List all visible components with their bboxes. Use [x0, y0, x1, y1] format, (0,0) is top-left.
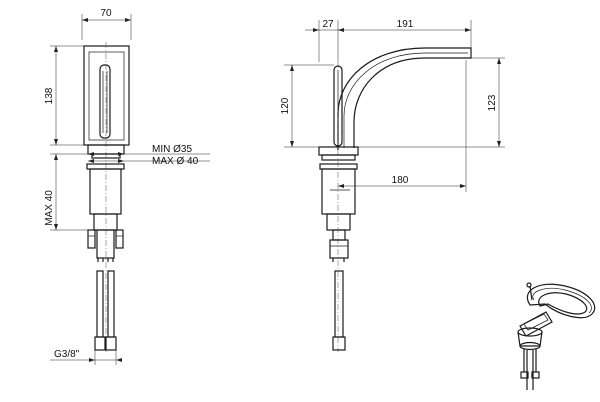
lever: [333, 62, 343, 352]
reach-label: 191: [397, 19, 414, 30]
mixer-base: [86, 144, 125, 259]
height-dimension: 138: [44, 45, 88, 146]
front-view: 70: [44, 8, 210, 365]
max-depth-label: MAX 40: [44, 190, 55, 226]
spout-dimension: 180: [338, 60, 467, 192]
side-base: [318, 146, 359, 351]
max-depth-dimension: MAX 40: [44, 153, 94, 231]
supply-hoses: [94, 258, 117, 351]
height-label: 138: [44, 87, 55, 104]
thread-dimension: G3/8": [50, 349, 122, 365]
outlet-height-label: 123: [487, 94, 498, 111]
side-view: 27 191: [280, 19, 505, 352]
spout: [337, 47, 472, 150]
outlet-height-dimension: 123: [358, 57, 505, 148]
width-label: 70: [100, 8, 112, 19]
top-dimensions: 27 191: [305, 19, 472, 62]
side-height-label: 120: [280, 97, 291, 114]
hole-max-label: MAX Ø 40: [152, 156, 199, 167]
height-dimension-side: 120: [280, 64, 334, 148]
offset-label: 27: [322, 19, 334, 30]
mixer-handle: [83, 42, 130, 352]
hole-min-label: MIN Ø35: [152, 144, 192, 155]
spout-label: 180: [392, 175, 409, 186]
isometric-view: [517, 282, 596, 390]
hole-diameter-dimension: MIN Ø35 MAX Ø 40: [88, 144, 210, 167]
thread-label: G3/8": [54, 349, 80, 360]
width-dimension: 70: [81, 8, 132, 40]
